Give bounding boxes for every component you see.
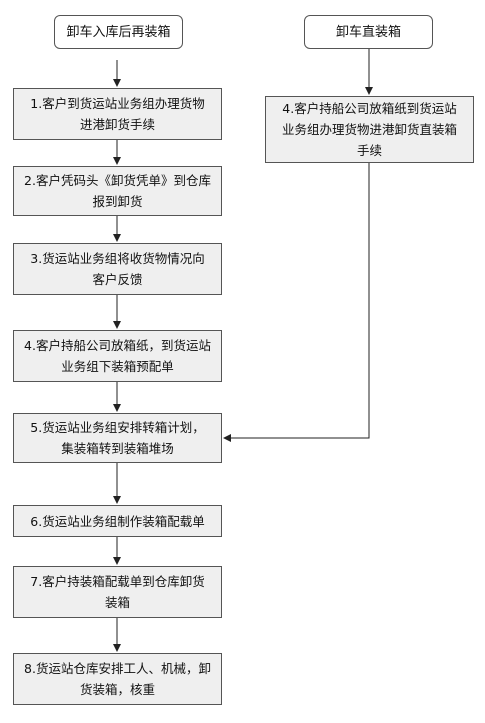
step-8-line-1: 8.货运站仓库安排工人、机械，卸 [24,661,211,676]
step-7-line-2: 装箱 [104,595,130,610]
step-1: 1.客户到货运站业务组办理货物 进港卸货手续 [13,88,222,140]
start-label-right: 卸车直装箱 [335,24,401,40]
right-step-4: 4.客户持船公司放箱纸到货运站 业务组办理货物进港卸货直装箱 手续 [265,96,474,163]
step-5: 5.货运站业务组安排转箱计划， 集装箱转到装箱堆场 [13,413,222,463]
start-direct-pack: 卸车直装箱 [304,15,433,49]
step-3-line-1: 3.货运站业务组将收货物情况向 [30,251,205,266]
step-2-line-2: 报到卸货 [92,194,143,209]
step-4-line-2: 业务组下装箱预配单 [61,359,174,374]
arrow-right-step-to-step-5 [223,163,370,442]
step-3: 3.货运站业务组将收货物情况向 客户反馈 [13,243,222,295]
start-label-left: 卸车入库后再装箱 [66,24,171,40]
step-1-line-1: 1.客户到货运站业务组办理货物 [30,96,205,111]
step-7-line-1: 7.客户持装箱配载单到仓库卸货 [30,574,205,589]
step-6: 6.货运站业务组制作装箱配载单 [13,505,222,537]
right-step-line-1: 4.客户持船公司放箱纸到货运站 [282,101,457,116]
step-5-line-2: 集装箱转到装箱堆场 [61,441,174,456]
right-step-line-3: 手续 [356,143,382,158]
step-2-line-1: 2.客户凭码头《卸货凭单》到仓库 [24,173,211,188]
step-6-line-1: 6.货运站业务组制作装箱配载单 [30,513,205,529]
step-7: 7.客户持装箱配载单到仓库卸货 装箱 [13,566,222,618]
start-unload-store-then-pack: 卸车入库后再装箱 [54,15,183,49]
step-4: 4.客户持船公司放箱纸，到货运站 业务组下装箱预配单 [13,330,222,382]
right-step-line-2: 业务组办理货物进港卸货直装箱 [281,122,457,137]
step-1-line-2: 进港卸货手续 [79,117,155,132]
step-5-line-1: 5.货运站业务组安排转箱计划， [30,420,205,435]
step-2: 2.客户凭码头《卸货凭单》到仓库 报到卸货 [13,166,222,216]
step-8-line-2: 货装箱，核重 [79,682,155,697]
step-3-line-2: 客户反馈 [92,272,143,287]
step-4-line-1: 4.客户持船公司放箱纸，到货运站 [24,338,211,353]
step-8: 8.货运站仓库安排工人、机械，卸 货装箱，核重 [13,653,222,705]
